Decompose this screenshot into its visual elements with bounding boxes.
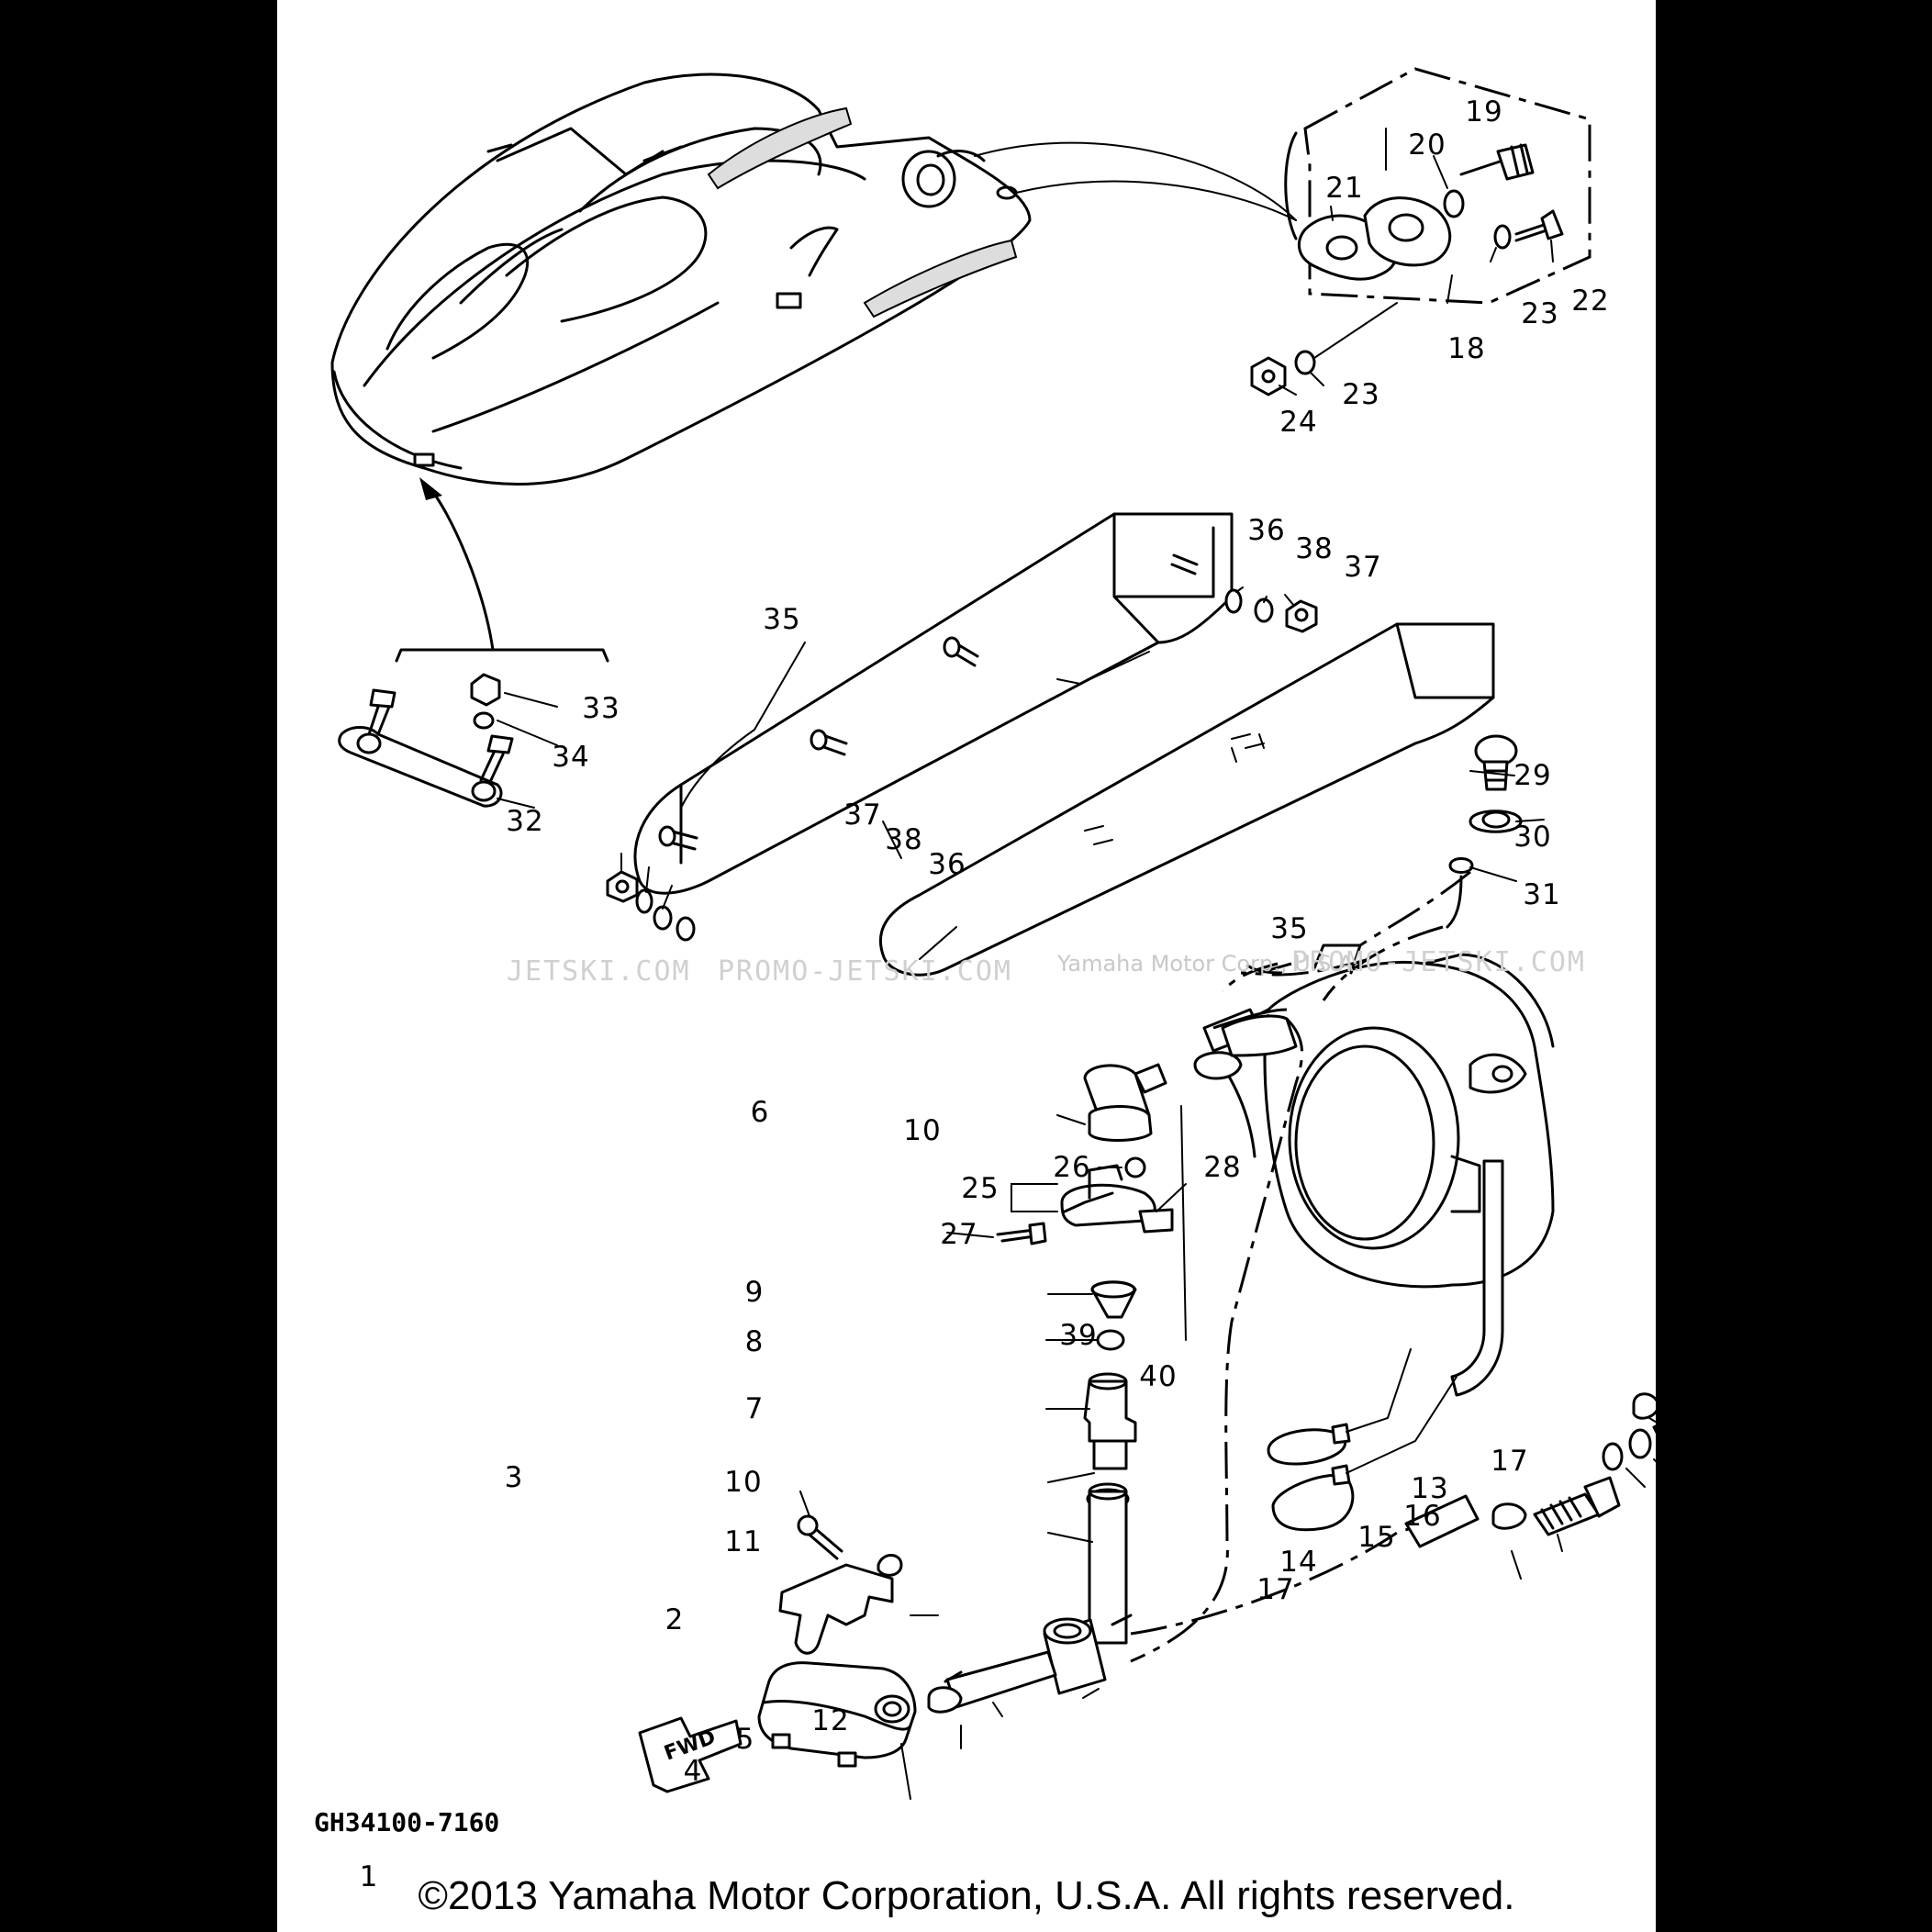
callout-38-upper: 38 — [1295, 532, 1333, 565]
fitting-stack — [927, 962, 1298, 1714]
callout-37-lower: 37 — [843, 798, 881, 832]
callout-33: 33 — [582, 692, 620, 725]
callout-8: 8 — [745, 1325, 765, 1358]
callout-10-upper: 10 — [903, 1114, 941, 1147]
watermarks: JETSKI.COM PROMO-JETSKI.COM Yamaha Motor… — [507, 946, 1586, 988]
callout-22: 22 — [1571, 285, 1609, 318]
callout-29: 29 — [1513, 759, 1551, 792]
callout-11: 11 — [724, 1525, 762, 1558]
callout-39: 39 — [1059, 1319, 1097, 1352]
callout-23-right: 23 — [1521, 297, 1558, 330]
callout-9: 9 — [745, 1276, 765, 1309]
callout-35-lower: 35 — [1270, 912, 1308, 945]
callout-40: 40 — [1139, 1360, 1177, 1393]
callout-18: 18 — [1447, 332, 1485, 365]
leader-lines — [620, 128, 1656, 1800]
callout-28: 28 — [1203, 1151, 1241, 1184]
watercraft-hull — [330, 73, 1032, 486]
callout-17-upper: 17 — [1491, 1445, 1528, 1478]
callout-14: 14 — [1279, 1546, 1317, 1579]
callout-23-left: 23 — [1342, 378, 1379, 411]
callout-3: 3 — [505, 1461, 524, 1494]
sponson-lower — [606, 622, 1495, 977]
resonator-group — [757, 1491, 917, 1768]
callout-35-upper: 35 — [763, 603, 800, 636]
callout-6: 6 — [751, 1096, 770, 1129]
callout-21: 21 — [1325, 172, 1363, 205]
sponson-upper — [633, 512, 1318, 895]
callout-15: 15 — [1357, 1521, 1395, 1554]
diagram-sheet: FWD — [277, 0, 1656, 1932]
callout-26: 26 — [1053, 1151, 1090, 1184]
callout-1: 1 — [360, 1860, 379, 1893]
callout-16: 16 — [1403, 1500, 1441, 1533]
callout-37-upper: 37 — [1344, 551, 1381, 584]
copyright-notice: ©2013 Yamaha Motor Corporation, U.S.A. A… — [419, 1873, 1515, 1918]
callout-17-lower: 17 — [1256, 1573, 1294, 1606]
part-number: GH34100-7160 — [314, 1807, 499, 1837]
callout-36-lower: 36 — [928, 848, 966, 881]
callout-25: 25 — [961, 1172, 999, 1205]
callout-19: 19 — [1465, 95, 1502, 128]
callout-34: 34 — [552, 741, 589, 774]
callout-12: 12 — [811, 1704, 849, 1737]
callout-32: 32 — [506, 805, 543, 838]
exhaust-outlet-group — [1250, 67, 1591, 396]
drain-plug-group — [1446, 734, 1523, 929]
callout-27: 27 — [940, 1218, 977, 1251]
callout-4: 4 — [684, 1755, 703, 1788]
callout-5: 5 — [736, 1723, 755, 1756]
exploded-parts-diagram: FWD — [314, 67, 1656, 1918]
watermark-promo-1: PROMO-JETSKI.COM — [718, 955, 1012, 988]
callout-13: 13 — [1411, 1472, 1448, 1505]
callout-10-lower: 10 — [724, 1466, 762, 1499]
tie-straps — [1267, 1348, 1457, 1532]
callout-30: 30 — [1513, 821, 1551, 854]
watermark-promo-2: PROMO-JETSKI.COM — [1291, 946, 1586, 978]
callout-38-lower: 38 — [885, 823, 922, 856]
callout-20: 20 — [1408, 128, 1446, 162]
watermark-yamaha: Yamaha Motor Corp., U.S.A. — [1056, 951, 1360, 977]
watermark-jetski: JETSKI.COM — [507, 955, 691, 988]
callouts: 1 2 3 4 5 6 7 8 9 10 10 11 12 13 14 15 1… — [360, 95, 1609, 1893]
jet-pump-housing — [1263, 944, 1555, 1289]
callout-24: 24 — [1279, 406, 1317, 439]
callout-2: 2 — [665, 1603, 685, 1636]
callout-31: 31 — [1523, 878, 1560, 911]
callout-36-upper: 36 — [1247, 514, 1285, 547]
callout-7: 7 — [745, 1392, 765, 1425]
mount-bracket-group — [338, 673, 558, 809]
